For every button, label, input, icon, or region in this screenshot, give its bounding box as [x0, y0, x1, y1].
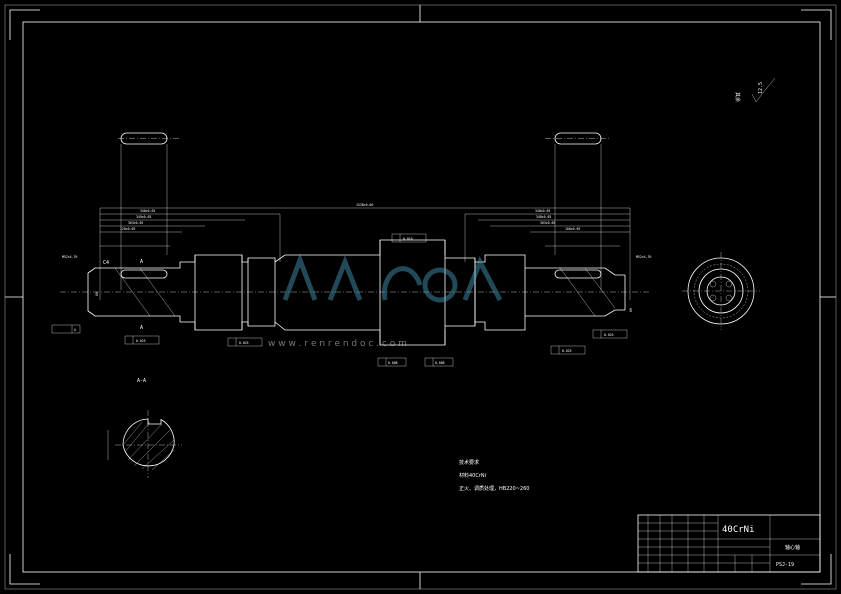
title-block: 40CrNi 轴心轴 PSJ-19 [637, 514, 821, 573]
keyway-right [554, 269, 602, 279]
tolerance-frame-right-runout: 0.025 [550, 345, 586, 355]
svg-text:0.025: 0.025 [136, 339, 146, 343]
notes-line-1: 材料40CrNi [459, 472, 486, 479]
end-view [682, 252, 760, 330]
surface-finish-note: 其余 12.5 [734, 77, 776, 103]
svg-text:0.008: 0.008 [388, 361, 398, 365]
title-part-name: 轴心轴 [785, 544, 800, 551]
chamfer-label: C4 [103, 260, 109, 266]
tolerance-frame-left: A [51, 324, 81, 334]
notes-line-2: 正火、调质处理，HB220~260 [459, 485, 529, 492]
dim-right-4: 100±0.65 [565, 227, 580, 231]
dimension-texts: 1538±0.60 348±0.65 349±0.65 303±0.65 120… [62, 203, 651, 312]
svg-text:w w w . r e n r e n d o c . c: w w w . r e n r e n d o c . c o m [268, 339, 407, 349]
svg-text:0.025: 0.025 [239, 341, 249, 345]
dim-left-thread: M52×4-7H [62, 255, 77, 259]
svg-text:0.010: 0.010 [403, 237, 413, 241]
title-drawing-number: PSJ-19 [776, 562, 794, 568]
centering-marks [5, 5, 836, 589]
dim-right-1: 348±0.65 [535, 209, 550, 213]
dim-right-end: 69 [629, 308, 633, 312]
dim-left-end: 69 [95, 292, 99, 296]
dim-right-2: 348±0.65 [536, 215, 551, 219]
svg-text:A: A [74, 328, 76, 332]
dim-left-1: 348±0.65 [140, 209, 155, 213]
svg-text:0.025: 0.025 [604, 333, 614, 337]
surface-finish-value: 12.5 [758, 82, 764, 94]
section-mark-a-bottom: A [140, 325, 143, 331]
technical-notes: 技术要求 材料40CrNi 正火、调质处理，HB220~260 [459, 459, 529, 492]
dimension-lines [99, 207, 631, 300]
tolerance-frame-center-runout-2: 0.008 [424, 357, 454, 367]
dim-overall-length: 1538±0.60 [356, 203, 373, 207]
dim-right-3: 303±0.65 [540, 221, 555, 225]
keyway-view-left [118, 132, 180, 145]
left-groove-lines [114, 267, 616, 317]
title-material: 40CrNi [722, 525, 755, 535]
section-view [107, 410, 182, 478]
keyway-view-right [545, 132, 610, 145]
keyway-left [120, 269, 168, 279]
tolerance-frame-left-runout: 0.025 [124, 335, 160, 345]
svg-text:0.008: 0.008 [435, 361, 445, 365]
surface-finish-label: 其余 [734, 92, 741, 102]
keyway-extension-lines [120, 144, 602, 290]
section-title: A-A [137, 378, 146, 384]
svg-text:0.025: 0.025 [562, 349, 572, 353]
dim-left-4: 120±0.65 [120, 227, 135, 231]
drawing-frame [22, 21, 821, 573]
sheet-border [4, 4, 837, 590]
tolerance-frame-right-runout-2: 0.025 [592, 329, 628, 339]
corner-brackets [9, 9, 832, 585]
dim-left-3: 303±0.65 [128, 221, 143, 225]
watermark: w w w . r e n r e n d o c . c o m [268, 252, 503, 349]
tolerance-frame-center-runout-1: 0.008 [377, 357, 407, 367]
notes-heading: 技术要求 [459, 459, 479, 466]
section-mark-a-top: A [140, 259, 143, 265]
tolerance-frame-left-runout-2: 0.025 [227, 337, 263, 347]
dim-right-thread: M52×4-7H [636, 255, 651, 259]
tolerance-frame-center-flat: 0.010 [391, 233, 427, 243]
dim-left-2: 349±0.65 [136, 215, 151, 219]
